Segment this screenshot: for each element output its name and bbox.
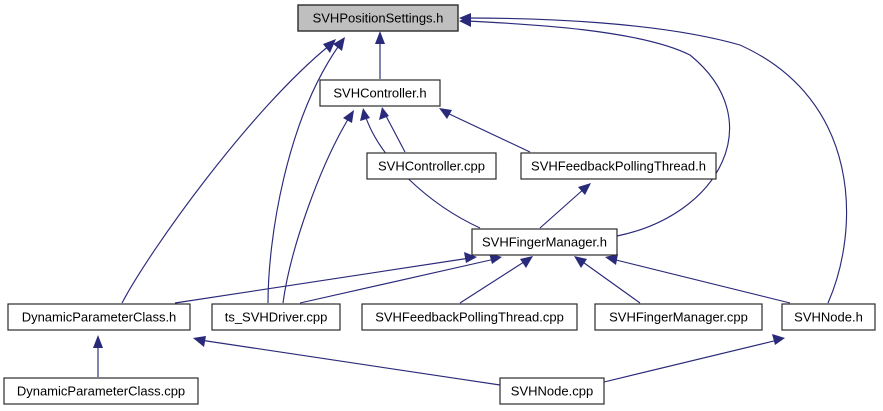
node-svhnode_h[interactable]: SVHNode.h bbox=[781, 303, 876, 331]
edge-svhfingermanager_h-to-svhpositionsettings_h bbox=[465, 20, 731, 237]
edge-svhnode_cpp-to-svhnode_h bbox=[603, 339, 779, 383]
arrowhead-icon bbox=[574, 256, 587, 268]
edge-svhcontroller_cpp-to-svhcontroller_h bbox=[384, 113, 406, 153]
edge-dynamicparameterclass_h-to-svhfingermanager_h bbox=[174, 257, 471, 304]
node-svhcontroller_cpp[interactable]: SVHController.cpp bbox=[366, 152, 497, 180]
arrowhead-icon bbox=[520, 256, 533, 268]
arrowhead-icon bbox=[464, 252, 477, 263]
edge-svhnode_h-to-svhpositionsettings_h bbox=[465, 17, 848, 304]
arrowhead-icon bbox=[772, 334, 785, 345]
edge-svhnode_h-to-svhfingermanager_h bbox=[611, 258, 791, 304]
node-svhfingermanager_cpp[interactable]: SVHFingerManager.cpp bbox=[594, 303, 763, 331]
arrowhead-icon bbox=[459, 13, 471, 24]
edge-svhfeedbackpollingthread_cpp-to-svhfingermanager_h bbox=[459, 259, 528, 304]
node-box-svhnode_cpp[interactable] bbox=[499, 377, 605, 405]
node-box-svhcontroller_h[interactable] bbox=[319, 79, 441, 107]
edges-layer bbox=[93, 13, 848, 386]
node-ts_svhdriver_cpp[interactable]: ts_SVHDriver.cpp bbox=[211, 303, 341, 331]
node-svhfeedbackpollingthread_h[interactable]: SVHFeedbackPollingThread.h bbox=[520, 152, 717, 180]
node-box-svhcontroller_cpp[interactable] bbox=[366, 152, 497, 180]
edge-ts_svhdriver_cpp-to-svhpositionsettings_h bbox=[267, 43, 341, 304]
edge-svhfingermanager_cpp-to-svhfingermanager_h bbox=[579, 259, 641, 304]
node-box-svhfeedbackpollingthread_cpp[interactable] bbox=[361, 303, 578, 331]
node-box-ts_svhdriver_cpp[interactable] bbox=[211, 303, 341, 331]
node-svhpositionsettings_h[interactable]: SVHPositionSettings.h bbox=[297, 4, 459, 32]
arrowhead-icon bbox=[578, 183, 591, 195]
arrowhead-icon bbox=[93, 335, 103, 348]
edge-svhfeedbackpollingthread_h-to-svhcontroller_h bbox=[444, 111, 531, 153]
arrowhead-icon bbox=[375, 31, 385, 44]
arrowhead-icon bbox=[605, 254, 618, 265]
edge-svhnode_cpp-to-dynamicparameterclass_h bbox=[199, 339, 501, 386]
node-box-svhpositionsettings_h[interactable] bbox=[297, 4, 459, 32]
node-svhcontroller_h[interactable]: SVHController.h bbox=[319, 79, 441, 107]
node-svhfeedbackpollingthread_cpp[interactable]: SVHFeedbackPollingThread.cpp bbox=[361, 303, 578, 331]
node-svhnode_cpp[interactable]: SVHNode.cpp bbox=[499, 377, 605, 405]
arrowhead-icon bbox=[489, 253, 502, 264]
node-box-svhfingermanager_cpp[interactable] bbox=[594, 303, 763, 331]
edge-ts_svhdriver_cpp-to-svhfingermanager_h bbox=[299, 258, 496, 304]
node-box-svhfingermanager_h[interactable] bbox=[471, 228, 618, 256]
arrowhead-icon bbox=[333, 37, 345, 51]
edge-svhfingermanager_h-to-svhfeedbackpollingthread_h bbox=[539, 187, 586, 229]
arrowhead-icon bbox=[360, 108, 370, 121]
node-box-svhfeedbackpollingthread_h[interactable] bbox=[520, 152, 717, 180]
node-box-dynamicparameterclass_cpp[interactable] bbox=[3, 377, 199, 405]
arrowhead-icon bbox=[193, 336, 206, 347]
edge-svhfingermanager_h-to-svhcontroller_h bbox=[364, 114, 481, 229]
node-box-svhnode_h[interactable] bbox=[781, 303, 876, 331]
node-dynamicparameterclass_cpp[interactable]: DynamicParameterClass.cpp bbox=[3, 377, 199, 405]
node-dynamicparameterclass_h[interactable]: DynamicParameterClass.h bbox=[7, 303, 191, 331]
node-box-dynamicparameterclass_h[interactable] bbox=[7, 303, 191, 331]
edge-ts_svhdriver_cpp-to-svhcontroller_h bbox=[282, 115, 351, 304]
arrowhead-icon bbox=[343, 110, 354, 123]
edge-dynamicparameterclass_h-to-svhpositionsettings_h bbox=[121, 44, 331, 304]
arrowhead-icon bbox=[379, 107, 389, 120]
arrowhead-icon bbox=[323, 39, 336, 53]
node-svhfingermanager_h[interactable]: SVHFingerManager.h bbox=[471, 228, 618, 256]
arrowhead-icon bbox=[439, 108, 452, 119]
